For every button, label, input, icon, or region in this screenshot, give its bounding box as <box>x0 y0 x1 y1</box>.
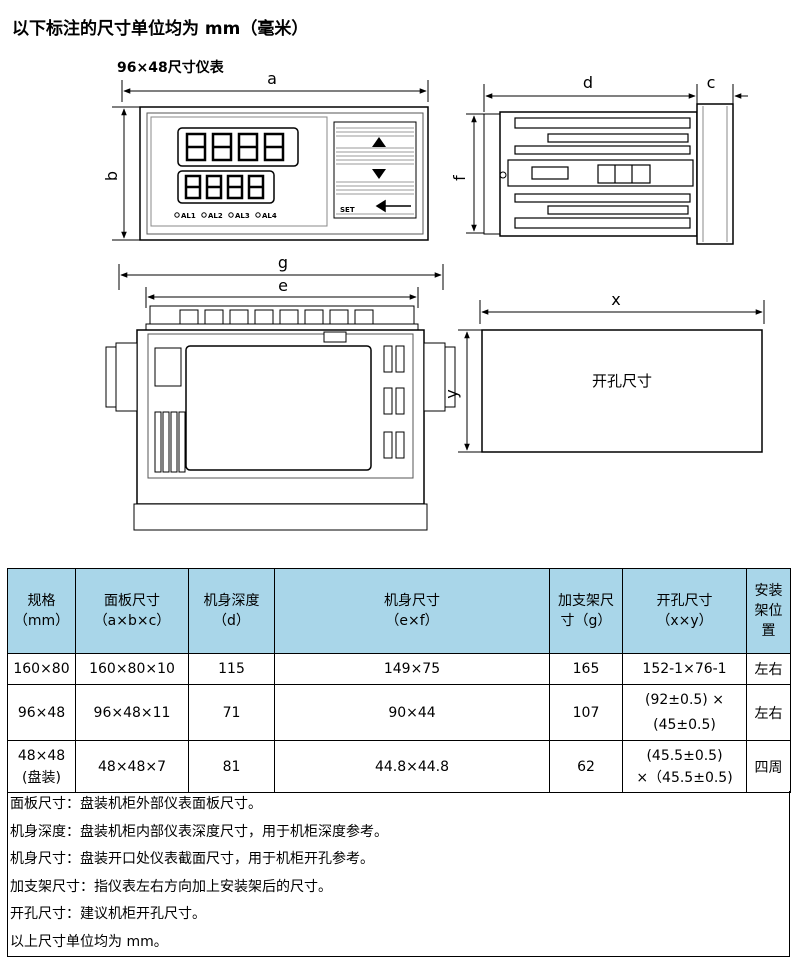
table-cell: 81 <box>188 740 275 793</box>
left-arrow-icon <box>375 199 411 213</box>
header-cell: 机身深度（d） <box>188 568 275 654</box>
table-row: 96×48 96×48×11 71 90×44 107 (92±0.5) ×(4… <box>7 684 791 741</box>
rear-label-plate <box>185 345 372 471</box>
dim-c-label: c <box>707 73 716 92</box>
spec-table: 规格（mm） 面板尺寸（a×b×c） 机身深度（d） 机身尺寸（e×f） 加支架… <box>7 568 791 793</box>
table-cell: 152-1×76-1 <box>622 653 747 685</box>
rear-view: g e <box>105 253 456 531</box>
table-cell: 四周 <box>746 740 791 793</box>
cutout-view: x y 开孔尺寸 <box>442 290 765 453</box>
table-cell: 左右 <box>746 684 791 741</box>
table-cell: 48×48(盘装) <box>7 740 76 793</box>
notes-box: 面板尺寸：盘装机柜外部仪表面板尺寸。 机身深度：盘装机柜内部仪表深度尺寸，用于机… <box>7 791 790 957</box>
note-line: 机身尺寸：盘装开口处仪表截面尺寸，用于机柜开孔参考。 <box>10 851 374 867</box>
alarm-label: AL4 <box>262 212 277 220</box>
dim-b-label: b <box>102 171 121 181</box>
header-cell: 加支架尺寸（g） <box>549 568 623 654</box>
page-heading: 以下标注的尺寸单位均为 mm（毫米） <box>12 19 309 39</box>
dim-g-label: g <box>278 253 288 272</box>
table-cell: 48×48×7 <box>75 740 189 793</box>
alarm-indicators: AL1 AL2 AL3 AL4 <box>174 212 277 220</box>
note-line: 面板尺寸：盘装机柜外部仪表面板尺寸。 <box>10 796 262 812</box>
header-cell: 机身尺寸（e×f） <box>274 568 550 654</box>
table-cell: 149×75 <box>274 653 550 685</box>
note-line: 开孔尺寸：建议机柜开孔尺寸。 <box>10 906 206 922</box>
alarm-label: AL2 <box>208 212 223 220</box>
dimension-diagram: a b AL1 AL2 AL3 AL4 <box>102 69 765 531</box>
table-cell: 96×48×11 <box>75 684 189 741</box>
table-cell: 107 <box>549 684 623 741</box>
table-cell: 165 <box>549 653 623 685</box>
table-row: 160×80 160×80×10 115 149×75 165 152-1×76… <box>7 653 791 685</box>
side-view: d c f <box>450 73 748 245</box>
dim-y-label: y <box>442 389 461 398</box>
table-cell: 160×80 <box>7 653 76 685</box>
alarm-label: AL1 <box>181 212 196 220</box>
dim-x-label: x <box>611 290 620 309</box>
table-cell: 90×44 <box>274 684 550 741</box>
set-key-label: SET <box>340 206 355 214</box>
up-arrow-icon <box>372 137 386 147</box>
dim-e-label: e <box>278 276 288 295</box>
down-arrow-icon <box>372 169 386 179</box>
table-cell: 96×48 <box>7 684 76 741</box>
table-cell: 71 <box>188 684 275 741</box>
left-bracket <box>115 342 138 412</box>
table-cell: 62 <box>549 740 623 793</box>
side-bezel <box>696 103 734 245</box>
note-line: 加支架尺寸：指仪表左右方向加上安装架后的尺寸。 <box>10 878 332 895</box>
right-bracket <box>423 342 446 412</box>
dim-a-label: a <box>267 69 277 88</box>
table-cell: (92±0.5) ×(45±0.5) <box>622 684 747 741</box>
table-cell: (45.5±0.5)×（45.5±0.5) <box>622 740 747 793</box>
header-cell: 安装架位置 <box>746 568 791 654</box>
table-cell: 160×80×10 <box>75 653 189 685</box>
header-cell: 面板尺寸（a×b×c） <box>75 568 189 654</box>
header-cell: 开孔尺寸（x×y） <box>622 568 747 654</box>
dim-f-label: f <box>450 175 469 181</box>
table-header-row: 规格（mm） 面板尺寸（a×b×c） 机身深度（d） 机身尺寸（e×f） 加支架… <box>7 568 791 654</box>
diagram-subheading: 96×48尺寸仪表 <box>117 60 224 76</box>
dim-d-label: d <box>583 73 593 92</box>
table-cell: 115 <box>188 653 275 685</box>
header-cell: 规格（mm） <box>7 568 76 654</box>
alarm-label: AL3 <box>235 212 250 220</box>
table-cell: 左右 <box>746 653 791 685</box>
front-view: a b AL1 AL2 AL3 AL4 <box>102 69 429 241</box>
note-line: 机身深度：盘装机柜内部仪表深度尺寸，用于机柜深度参考。 <box>10 823 388 840</box>
note-line: 以上尺寸单位均为 mm。 <box>10 933 168 950</box>
table-row: 48×48(盘装) 48×48×7 81 44.8×44.8 62 (45.5±… <box>7 740 791 793</box>
cutout-label: 开孔尺寸 <box>592 372 652 390</box>
panel-cutout <box>481 329 763 453</box>
table-cell: 44.8×44.8 <box>274 740 550 793</box>
